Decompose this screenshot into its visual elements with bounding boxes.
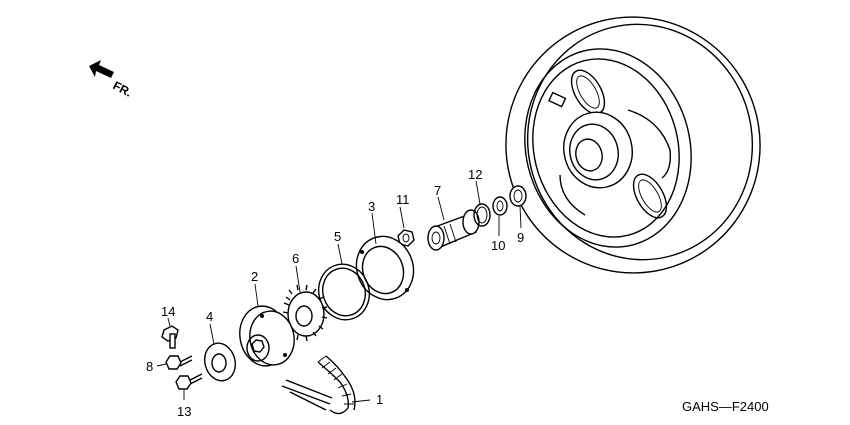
callout-10: 10 [491, 238, 505, 253]
direction-label: FR. [111, 78, 135, 99]
callout-5: 5 [334, 229, 341, 244]
front-direction-arrow-icon: FR. [89, 60, 134, 100]
callout-7: 7 [434, 183, 441, 198]
callout-3: 3 [368, 199, 375, 214]
callout-14: 14 [161, 304, 175, 319]
part-9-washer [509, 185, 527, 207]
rear-wheel [505, 16, 761, 274]
callout-12: 12 [468, 167, 482, 182]
callout-9: 9 [517, 230, 524, 245]
part-1-drive-chain [281, 355, 356, 415]
part-6-sprocket [282, 284, 328, 342]
part-14-bolt [161, 325, 179, 349]
part-4-washer [203, 342, 237, 382]
callout-6: 6 [292, 251, 299, 266]
part-10-collar [492, 196, 508, 216]
part-7-axle-collar [427, 209, 480, 251]
part-12-circlip [473, 203, 491, 227]
part-2-driven-flange [239, 305, 295, 367]
part-13-bolt [175, 373, 203, 390]
callout-1: 1 [376, 392, 383, 407]
part-8-bolt [165, 355, 193, 370]
diagram-code: GAHS—F2400 [682, 399, 769, 414]
callout-8: 8 [146, 359, 153, 374]
callout-2: 2 [251, 269, 258, 284]
callout-13: 13 [177, 404, 191, 419]
callout-4: 4 [206, 309, 213, 324]
leader-lines [156, 180, 522, 403]
callout-labels: 1 2 3 4 5 6 7 8 9 10 11 12 13 14 [146, 167, 524, 419]
callout-11: 11 [396, 192, 410, 207]
